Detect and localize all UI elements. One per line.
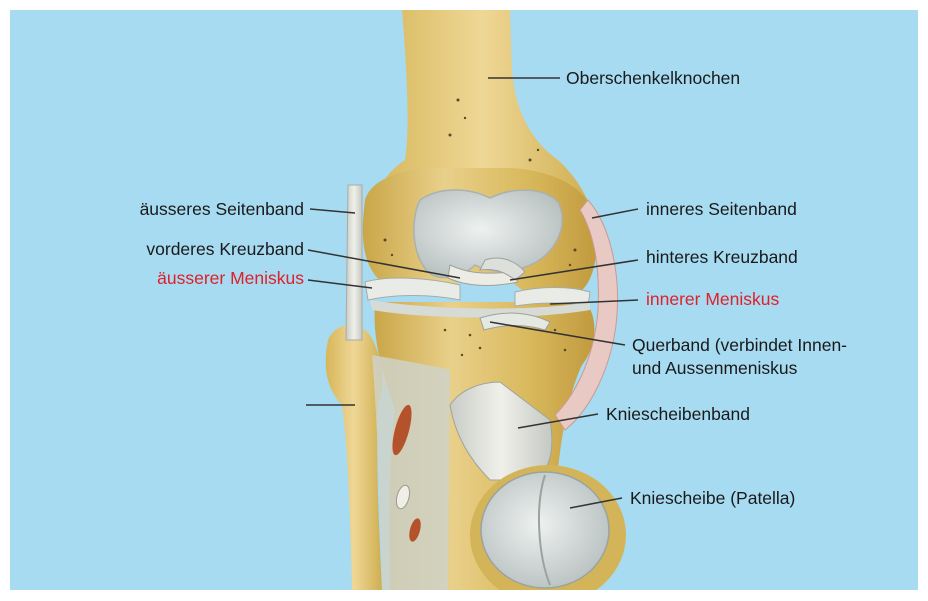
label-vorderes-kreuzband: vorderes Kreuzband — [100, 239, 304, 259]
label-kniescheibenband: Kniescheibenband — [606, 404, 750, 424]
label-querband-line1: Querband (verbindet Innen- — [632, 335, 847, 355]
label-oberschenkelknochen: Oberschenkelknochen — [566, 68, 740, 88]
interosseous-membrane — [372, 355, 450, 590]
label-hinteres-kreuzband: hinteres Kreuzband — [646, 247, 798, 267]
diagram-panel: Oberschenkelknochen äusseres Seitenband … — [10, 10, 918, 590]
label-kniescheibe: Kniescheibe (Patella) — [630, 488, 795, 508]
label-querband-line2: und Aussenmeniskus — [632, 358, 797, 378]
label-aeusseres-seitenband: äusseres Seitenband — [100, 199, 304, 219]
label-inneres-seitenband: inneres Seitenband — [646, 199, 797, 219]
label-aeusserer-meniskus: äusserer Meniskus — [100, 268, 304, 288]
lateral-collateral-ligament — [346, 185, 362, 340]
label-innerer-meniskus: innerer Meniskus — [646, 289, 779, 309]
